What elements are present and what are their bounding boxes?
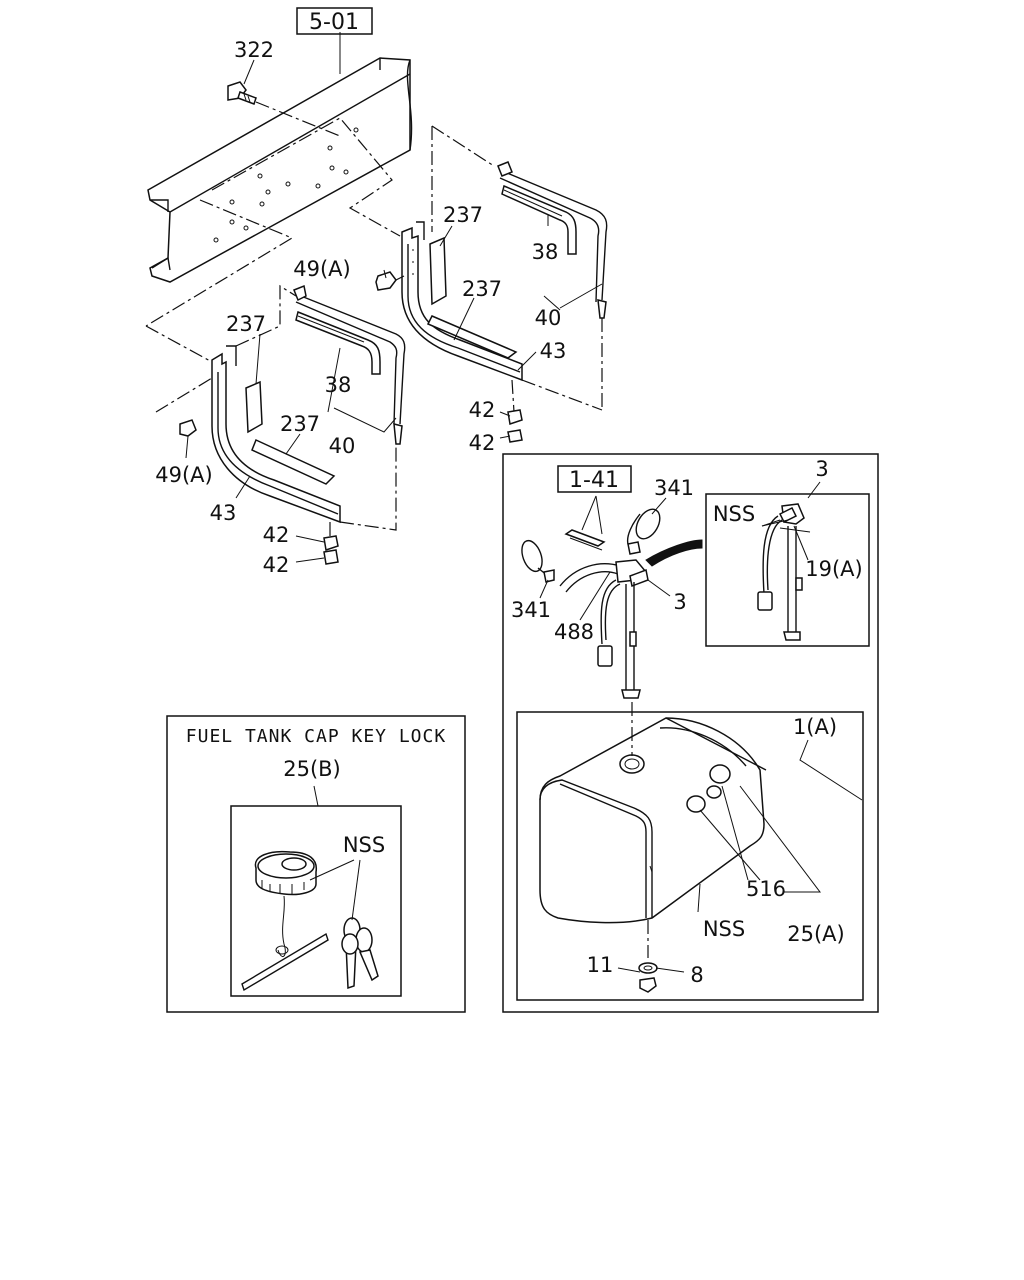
ref-box-frame[interactable]: 5-01 [296,7,373,35]
bracket-left [155,284,406,565]
key-lock-title: FUEL TANK CAP KEY LOCK [186,726,446,747]
label-19a[interactable]: 19(A) [805,557,862,581]
label-42[interactable]: 42 [263,553,290,577]
label-488[interactable]: 488 [554,620,594,644]
label-43[interactable]: 43 [540,339,567,363]
key-set [341,917,379,990]
fuel-sender-unit [559,539,703,699]
label-38[interactable]: 38 [532,240,559,264]
label-nss[interactable]: NSS [713,502,755,526]
key-lock-panel [166,715,466,1013]
label-3[interactable]: 3 [815,457,828,481]
leader-lines [185,32,863,973]
drain-plug [638,962,658,993]
label-1a[interactable]: 1(A) [793,715,837,739]
fuel-tank-inset [516,711,864,1001]
label-49a[interactable]: 49(A) [293,257,350,281]
sender-unit-detail [757,503,811,641]
label-40[interactable]: 40 [329,434,356,458]
label-nss[interactable]: NSS [343,833,385,857]
fuel-tank [539,717,767,924]
label-25a[interactable]: 25(A) [787,922,844,946]
clamp-341-left [521,539,555,583]
fuel-tank-panel [502,453,879,1013]
label-237[interactable]: 237 [443,203,483,227]
label-42[interactable]: 42 [263,523,290,547]
label-8[interactable]: 8 [690,963,703,987]
bracket-right [375,125,608,443]
label-42[interactable]: 42 [469,398,496,422]
label-38[interactable]: 38 [325,373,352,397]
label-516[interactable]: 516 [746,877,786,901]
ref-frame-label: 5-01 [309,10,359,35]
label-322[interactable]: 322 [234,38,274,62]
label-341[interactable]: 341 [654,476,694,500]
label-237[interactable]: 237 [280,412,320,436]
label-49a[interactable]: 49(A) [155,463,212,487]
label-25b[interactable]: 25(B) [283,757,341,781]
harness-clip [564,529,606,551]
label-237[interactable]: 237 [462,277,502,301]
ref-harness-label: 1-41 [569,468,619,493]
clamp-341-right [626,508,661,555]
ref-box-harness[interactable]: 1-41 [557,465,632,493]
label-43[interactable]: 43 [210,501,237,525]
bolt-322 [227,81,341,137]
key-lock-inset [230,805,402,997]
lockable-fuel-cap [241,850,329,992]
label-nss[interactable]: NSS [703,917,745,941]
part-labels: 322 237 49(A) 38 237 40 43 42 42 237 38 … [155,38,862,987]
label-3[interactable]: 3 [673,590,686,614]
label-11[interactable]: 11 [587,953,614,977]
frame-rail [145,57,413,363]
label-40[interactable]: 40 [535,306,562,330]
label-237[interactable]: 237 [226,312,266,336]
label-42[interactable]: 42 [469,431,496,455]
label-341[interactable]: 341 [511,598,551,622]
sender-unit-detail-inset [705,493,870,647]
